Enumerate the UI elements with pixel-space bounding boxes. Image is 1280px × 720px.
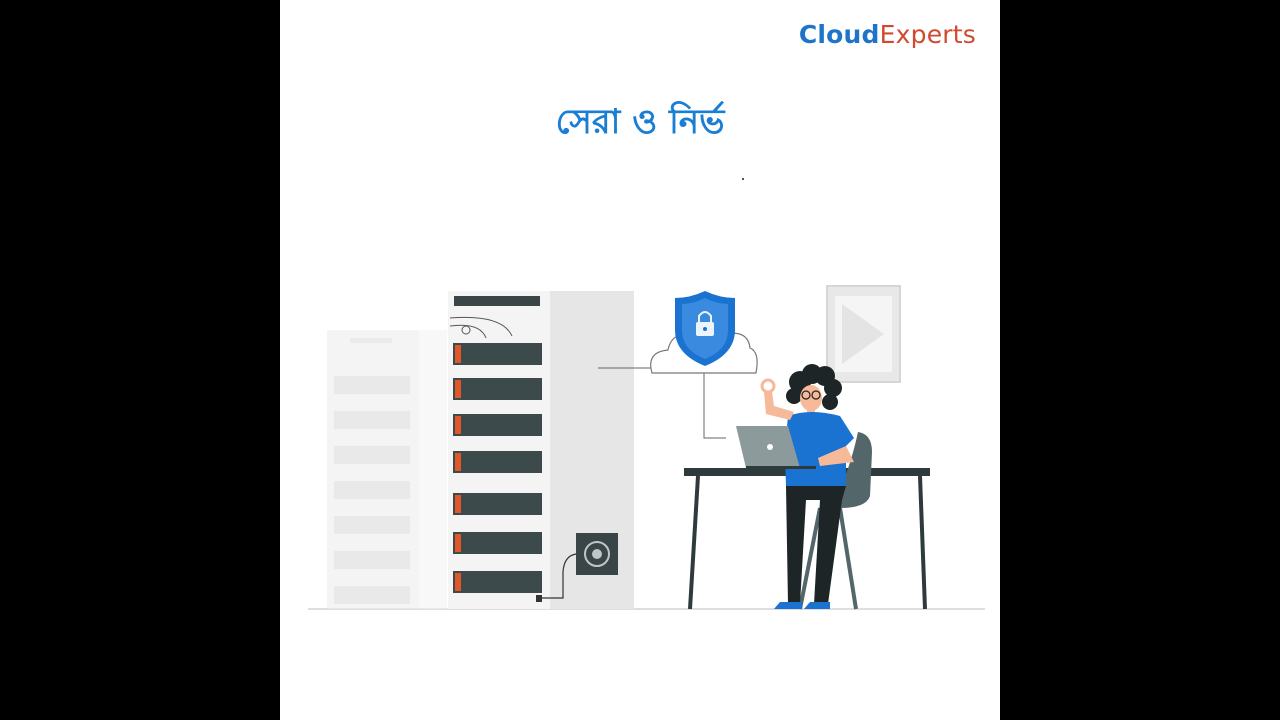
server-rack-icon [448,291,634,609]
connector-line-2 [703,372,726,439]
person-with-laptop [736,364,854,609]
fan-unit-icon [536,533,618,602]
shield-lock-icon [675,291,735,366]
brand-logo: CloudExperts [799,20,976,49]
brand-logo-experts: Experts [879,20,976,49]
speck [742,178,744,180]
laptop-icon [736,426,816,469]
faded-server-rack-icon [327,330,447,609]
brand-logo-cloud: Cloud [798,20,880,49]
headline-text: সেরা ও নির্ভ [555,102,725,142]
drive-bays [453,343,542,593]
illustration [308,285,985,610]
picture-frame-icon [826,285,901,383]
video-frame: CloudExperts সেরা ও নির্ভ [280,0,1000,720]
